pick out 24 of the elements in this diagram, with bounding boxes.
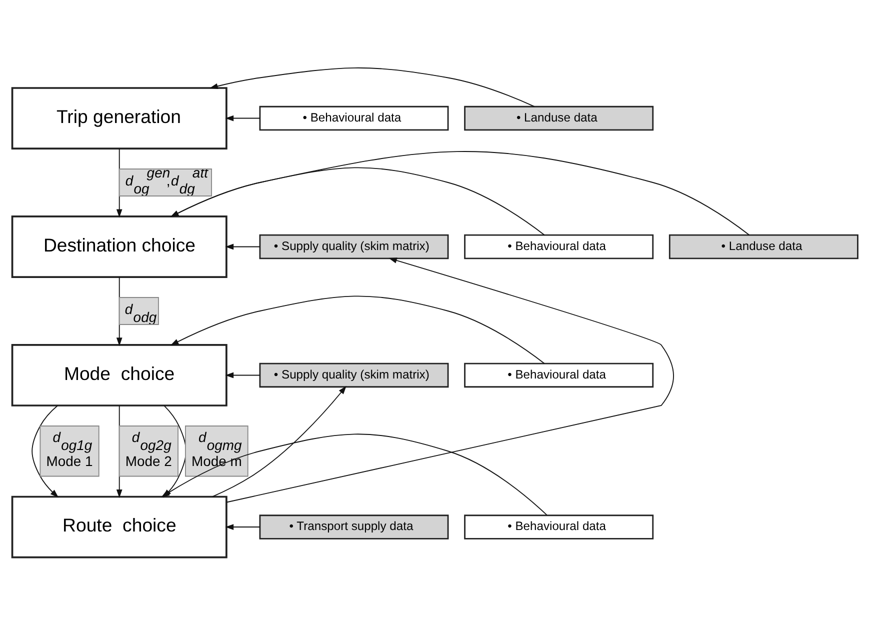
arrow — [225, 524, 260, 530]
arrow — [225, 114, 260, 121]
arrow — [170, 150, 750, 236]
node-box: Mode choice — [11, 344, 228, 406]
arrow — [170, 295, 546, 364]
arrow — [32, 404, 59, 498]
arrow — [212, 385, 346, 497]
arrow — [209, 66, 535, 106]
node-box: Route choice — [11, 495, 228, 558]
node-box: • Landuse data — [464, 105, 654, 130]
node-box: • Behavioural data — [464, 362, 654, 388]
node-box: • Landuse data — [668, 234, 858, 259]
node-box: Destination choice — [11, 215, 228, 278]
node-box: • Behavioural data — [464, 234, 654, 259]
node-box: • Supply quality (skim matrix) — [259, 362, 449, 388]
node-box: Trip generation — [11, 86, 228, 149]
node-box: • Behavioural data — [259, 105, 449, 130]
node-box: • Transport supply data — [259, 514, 449, 539]
arrow — [225, 243, 260, 250]
node-box: • Behavioural data — [464, 514, 654, 539]
node-box: • Supply quality (skim matrix) — [259, 234, 449, 259]
arrow — [170, 166, 546, 236]
arrow — [226, 257, 674, 502]
arrow — [225, 372, 260, 378]
